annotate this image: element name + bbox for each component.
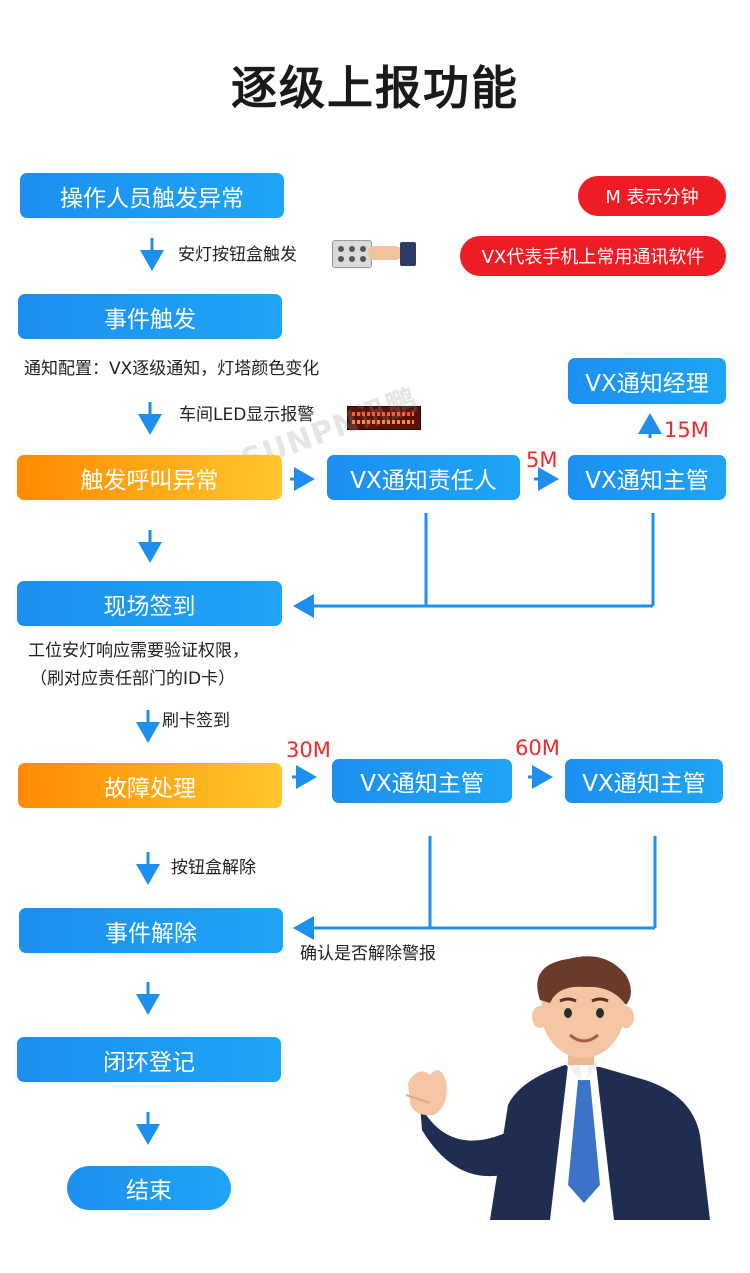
box-notify-supervisor-3: VX通知主管 xyxy=(565,759,723,803)
note-confirm-release: 确认是否解除警报 xyxy=(300,944,436,964)
timing-60m: 60M xyxy=(515,736,560,760)
note-led-alarm: 车间LED显示报警 xyxy=(179,405,315,425)
timing-5m: 5M xyxy=(526,448,558,472)
button-box-icon xyxy=(332,240,372,268)
box-end: 结束 xyxy=(67,1166,231,1210)
note-card-checkin: 刷卡签到 xyxy=(162,711,230,731)
note-button-release: 按钮盒解除 xyxy=(171,858,256,878)
note-verify-line1: 工位安灯响应需要验证权限， xyxy=(28,641,249,661)
box-notify-manager: VX通知经理 xyxy=(568,358,726,404)
legend-vx: VX代表手机上常用通讯软件 xyxy=(460,236,726,276)
page-title: 逐级上报功能 xyxy=(231,61,519,115)
box-event-release: 事件解除 xyxy=(19,908,283,953)
sleeve-icon xyxy=(400,242,416,266)
timing-15m: 15M xyxy=(664,418,709,442)
box-onsite-checkin: 现场签到 xyxy=(17,581,282,626)
box-call-exception: 触发呼叫异常 xyxy=(17,455,282,500)
box-operator-trigger: 操作人员触发异常 xyxy=(20,173,284,218)
note-verify-line2: （刷对应责任部门的ID卡） xyxy=(30,669,236,689)
businessman-illustration xyxy=(405,956,710,1220)
hand-icon xyxy=(368,246,402,260)
box-notify-supervisor-2: VX通知主管 xyxy=(332,759,512,803)
led-display-icon xyxy=(347,406,421,430)
legend-minutes: M 表示分钟 xyxy=(578,176,726,216)
note-andon-button: 安灯按钮盒触发 xyxy=(178,245,297,265)
box-event-trigger: 事件触发 xyxy=(18,294,282,339)
box-fault-handling: 故障处理 xyxy=(18,763,282,808)
note-notify-config: 通知配置：VX逐级通知，灯塔颜色变化 xyxy=(24,359,320,379)
box-closed-loop: 闭环登记 xyxy=(17,1037,281,1082)
box-notify-supervisor: VX通知主管 xyxy=(568,455,726,500)
box-notify-responsible: VX通知责任人 xyxy=(327,455,520,500)
timing-30m: 30M xyxy=(286,738,331,762)
